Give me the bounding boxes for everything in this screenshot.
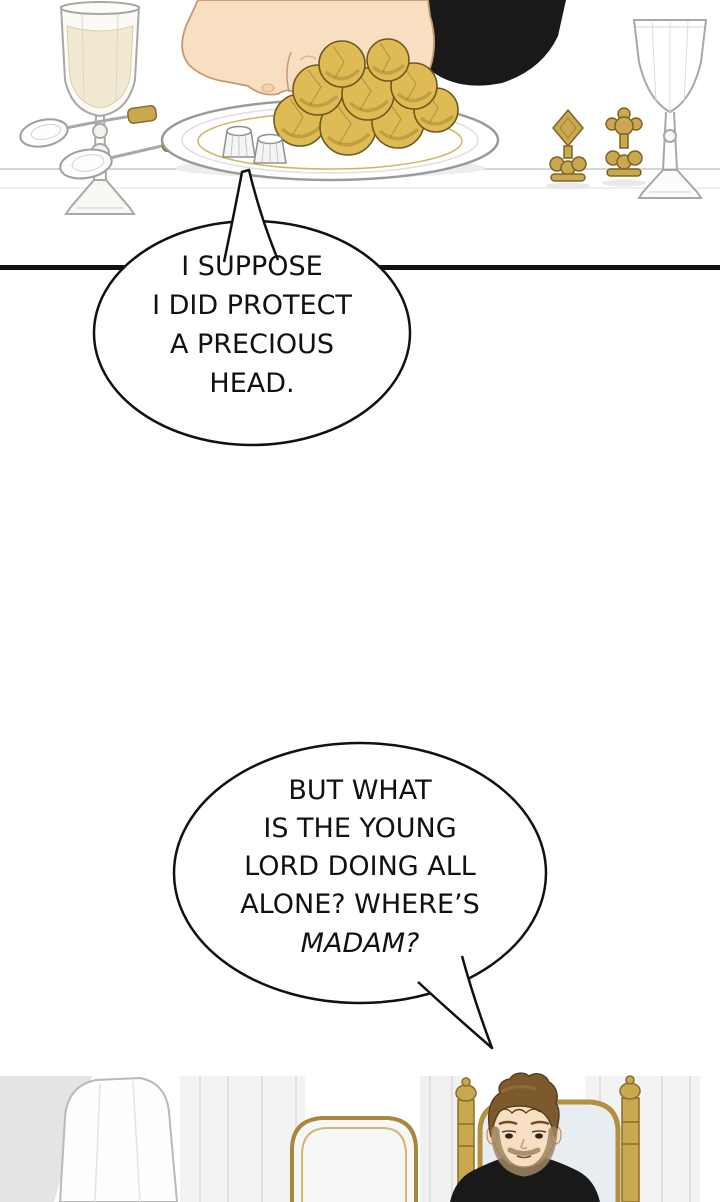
chair-right-posts bbox=[455, 1075, 641, 1202]
man-shirt bbox=[450, 1157, 600, 1202]
bubble2-line-5: MADAM? bbox=[301, 928, 420, 959]
bubble2-line-2: IS THE YOUNG bbox=[263, 813, 456, 844]
man-hair-bangs bbox=[498, 1108, 541, 1114]
man-hair-highlight bbox=[500, 1085, 537, 1094]
bubble2-line-4: ALONE? WHERE’S bbox=[240, 889, 480, 920]
food-buns bbox=[273, 38, 459, 156]
gold-cutlery-rests bbox=[546, 107, 646, 190]
bubble2-line-1: BUT WHAT bbox=[288, 775, 432, 806]
man-eyelids bbox=[501, 1130, 547, 1133]
wine-glass-right bbox=[632, 19, 708, 199]
pleated-cups bbox=[222, 125, 287, 164]
man-nose bbox=[520, 1138, 528, 1150]
man-mouth bbox=[516, 1155, 532, 1159]
speech-bubble-2: BUT WHAT IS THE YOUNG LORD DOING ALL ALO… bbox=[172, 741, 548, 1050]
bubble1-line-2: I DID PROTECT bbox=[152, 290, 352, 321]
man-eye bbox=[535, 1133, 543, 1139]
man-eye bbox=[505, 1133, 513, 1139]
panel-dining-table bbox=[0, 0, 720, 270]
fingernail bbox=[261, 83, 275, 93]
man-eyebrows bbox=[498, 1120, 550, 1126]
man-beard bbox=[490, 1126, 558, 1177]
spoon-gold-tip bbox=[127, 105, 158, 124]
seated-man bbox=[450, 1072, 600, 1202]
white-robed-figure bbox=[58, 1076, 179, 1202]
bubble1-line-3: A PRECIOUS bbox=[170, 329, 334, 360]
man-mustache bbox=[507, 1147, 541, 1156]
speech-bubble-1: I SUPPOSE I DID PROTECT A PRECIOUS HEAD. bbox=[92, 168, 412, 447]
chair-left bbox=[290, 1116, 418, 1202]
speech-bubble-2-tail bbox=[417, 955, 494, 1050]
speech-bubble-1-tail bbox=[222, 168, 280, 263]
bubble2-line-3: LORD DOING ALL bbox=[244, 851, 476, 882]
bubble1-line-1: I SUPPOSE bbox=[181, 251, 322, 282]
wine-glass-left bbox=[60, 1, 140, 215]
bubble1-line-4: HEAD. bbox=[209, 368, 294, 399]
panel-sitting-man bbox=[0, 1072, 720, 1202]
